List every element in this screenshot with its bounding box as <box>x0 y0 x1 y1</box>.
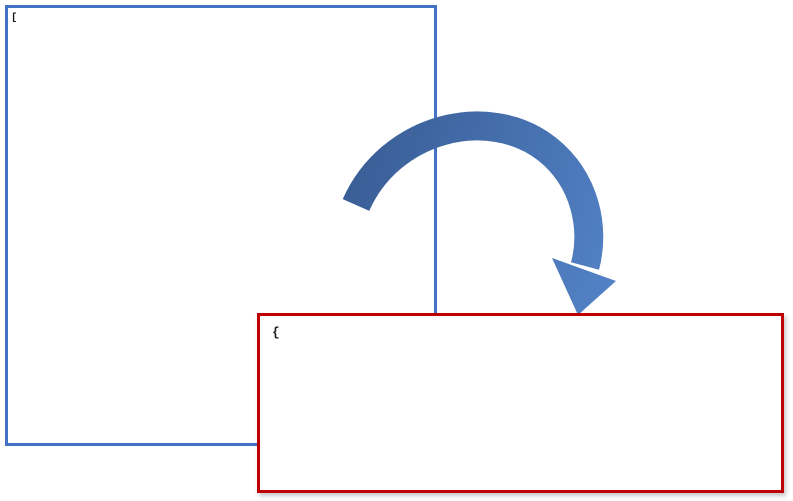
code-line: { <box>272 325 280 340</box>
code-line: [ <box>11 12 18 24</box>
result-json-panel: { "Catering Item": "Cheese, Cracker and … <box>257 313 784 493</box>
arrow-head-icon <box>552 258 616 315</box>
